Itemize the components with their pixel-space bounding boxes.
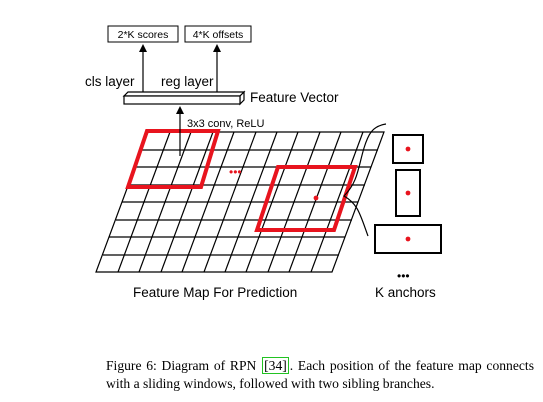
feature-map-label: Feature Map For Prediction [133,285,297,300]
feature-map-outline [95,131,385,273]
anchor-dot-1 [405,146,411,152]
conv-label: 3x3 conv, ReLU [187,118,265,130]
feature-vector-label: Feature Vector [250,90,339,105]
caption-suffix: . Each position of the feature map conne… [106,358,534,391]
anchors-label: K anchors [375,285,436,300]
offsets-output-label: 4*K offsets [193,29,244,41]
ellipsis-middle: ••• [229,165,242,179]
reg-layer-label: reg layer [161,74,214,89]
feature-vector [122,90,246,106]
sliding-window-left [125,129,221,189]
anchor-brace [343,123,387,237]
sliding-window-right [254,165,358,232]
window-center-dot [313,195,319,201]
cls-layer-label: cls layer [85,74,135,89]
scores-output-label: 2*K scores [118,29,169,41]
scores-output-box [107,25,179,43]
anchor-dot-3 [405,236,411,242]
citation-link[interactable]: [34] [262,357,289,374]
anchor-dot-2 [405,190,411,196]
figure-caption: Figure 6: Diagram of RPN [34]. Each posi… [106,357,534,393]
caption-prefix: Figure 6: Diagram of RPN [106,358,262,373]
offsets-output-box [184,25,252,43]
ellipsis-anchors: ••• [397,269,410,283]
